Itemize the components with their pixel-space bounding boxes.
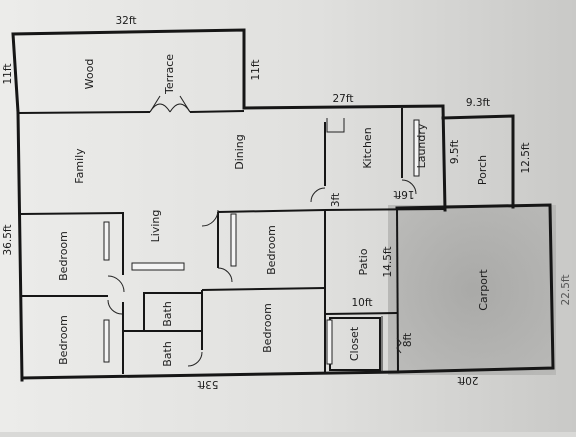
closet-break-mark (396, 337, 402, 354)
dim-porch-left: 9.5ft (449, 140, 461, 164)
dimension-labels: 32ft 11ft 11ft 27ft 9.3ft 9.5ft 12.5ft 1… (2, 15, 572, 390)
room-carport: Carport (477, 269, 490, 311)
room-bath-lower: Bath (161, 341, 174, 367)
room-laundry: Laundry (415, 123, 428, 168)
porch-wall (441, 114, 515, 209)
room-family: Family (73, 148, 86, 184)
room-kitchen: Kitchen (361, 127, 374, 168)
terrace-floor-right (189, 110, 245, 113)
room-terrace: Terrace (163, 54, 176, 95)
terrace-floor-left (17, 111, 151, 114)
dim-carport-bottom: 20ft (458, 374, 479, 386)
doors (107, 95, 417, 367)
dim-bottom-width: 53ft (198, 378, 219, 390)
mid-bedroom-window (230, 213, 237, 267)
laundry-window (413, 119, 420, 177)
bedroom-bottom-right-window (326, 319, 333, 365)
dim-terrace-left: 11ft (2, 64, 14, 85)
dim-patio-height: 14.5ft (382, 246, 394, 277)
dim-house-height: 36.5ft (2, 224, 14, 255)
laundry-right-wall (441, 104, 447, 212)
carport-divider (396, 207, 399, 373)
bottom-exterior-wall (20, 370, 400, 380)
kitchen-bottom-wall (324, 208, 446, 211)
room-bedroom-mid: Bedroom (265, 225, 278, 275)
dim-laundry-bottom: 16ft (394, 188, 415, 200)
room-wood: Wood (83, 59, 96, 90)
room-living: Living (149, 210, 162, 243)
mid-bedroom-bottom-wall (201, 287, 326, 291)
windows (103, 119, 420, 365)
bedroom-door (107, 275, 125, 293)
patio-bottom-wall (324, 312, 398, 315)
dim-carport-height: 22.5ft (560, 274, 572, 305)
room-bath-upper: Bath (161, 301, 174, 327)
dim-kitchen-side: 3ft (330, 193, 342, 207)
terrace-door-leaf-right (179, 95, 191, 113)
dim-closet-height: 8ft (402, 333, 414, 347)
room-bedroom-bottom-right: Bedroom (261, 303, 274, 353)
terrace-door-leaf-left (149, 95, 161, 113)
laundry-door (401, 179, 417, 195)
dining-bedroom-door (201, 209, 219, 227)
mid-bedroom-top-wall (217, 209, 326, 213)
left-bedroom-door (107, 299, 123, 315)
dim-porch-width: 9.3ft (466, 97, 490, 109)
room-dining: Dining (233, 134, 246, 170)
dim-kitchen-width: 27ft (333, 93, 354, 105)
dim-porch-right: 12.5ft (520, 142, 532, 173)
interior-walls (19, 209, 398, 374)
terrace-wall (11, 28, 246, 114)
room-bedroom-top: Bedroom (57, 231, 70, 281)
kitchen-appliance (326, 118, 345, 133)
dim-terrace-right: 11ft (250, 60, 262, 81)
room-bedroom-left: Bedroom (57, 315, 70, 365)
dim-patio-width: 10ft (352, 297, 373, 309)
dim-top-width: 32ft (116, 15, 137, 27)
bedroom-window (103, 221, 110, 261)
walls (11, 28, 555, 382)
bedroom-top-wall (19, 212, 125, 215)
left-bedroom-window (103, 319, 110, 363)
living-window (131, 262, 185, 271)
carport-wall (395, 203, 555, 374)
bath-lower-door (187, 351, 203, 367)
room-labels: Wood Terrace Family Dining Kitchen Laund… (57, 54, 490, 367)
kitchen-door (310, 187, 326, 203)
room-patio: Patio (357, 248, 370, 275)
left-exterior-wall (16, 110, 24, 382)
mid-bedroom-door (217, 267, 233, 283)
room-porch: Porch (476, 155, 489, 185)
top-exterior-wall (242, 104, 445, 110)
room-closet: Closet (348, 326, 361, 361)
carport-shading (388, 205, 556, 375)
